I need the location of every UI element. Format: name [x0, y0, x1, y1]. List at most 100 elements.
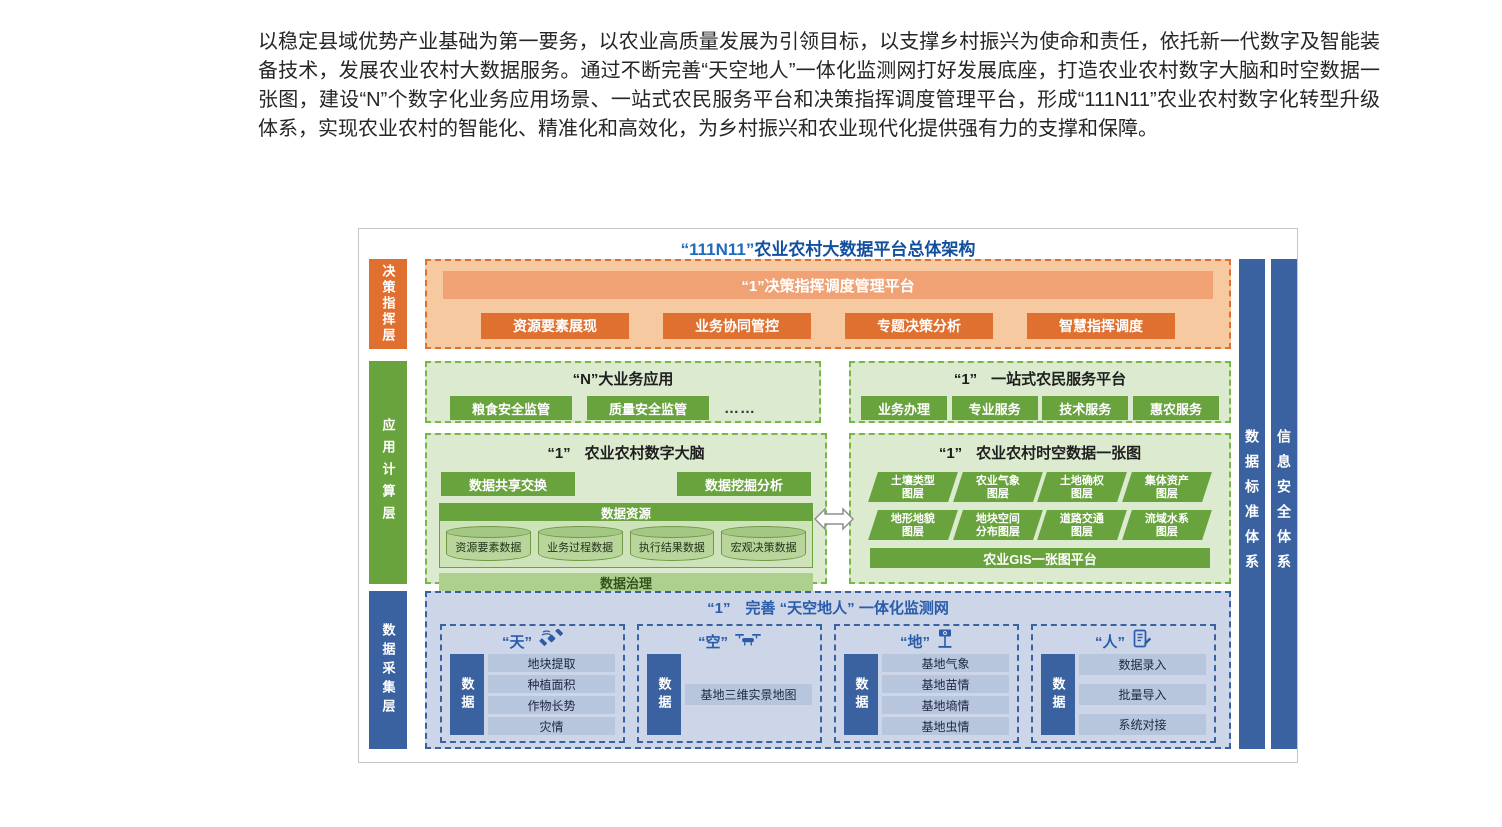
layer-label-collection: 数据采集层	[369, 591, 407, 749]
layer-label-decision-text: 决策指挥层	[380, 264, 396, 344]
human-item-system-integration: 系统对接	[1079, 714, 1206, 735]
farmer-service-box: “1”一站式农民服务平台 业务办理 专业服务 技术服务 惠农服务	[849, 361, 1231, 423]
sky-data-cell: 数据	[450, 654, 484, 735]
layer-line2: 图层	[1155, 487, 1178, 499]
ground-item-base-pest: 基地虫情	[882, 717, 1009, 735]
sky-item-disaster: 灾情	[488, 717, 615, 735]
diagram-title: “111N11”农业农村大数据平台总体架构	[359, 235, 1297, 260]
monitor-group-sky-satellite: “天”	[440, 624, 625, 743]
monitor-group-ground-sensor: “地”	[834, 624, 1019, 743]
map-layer-row-2: 地形地貌图层 地块空间分布图层 道路交通图层 流域水系图层	[863, 510, 1217, 540]
swap-arrow-icon	[813, 506, 855, 537]
data-standard-system-text: 数据标准体系	[1244, 429, 1260, 579]
diagram-title-number: “111N11”	[680, 240, 755, 259]
monitor-group-sky-label: “天”	[501, 633, 532, 651]
sky-item-planting-area: 种植面积	[488, 675, 615, 693]
business-apps-row: 粮食安全监管 质量安全监管 ……	[441, 396, 805, 420]
data-resource-header: 数据资源	[440, 504, 812, 521]
brain-item-data-exchange: 数据共享交换	[441, 472, 575, 496]
decision-item-resource-display: 资源要素展现	[481, 313, 629, 339]
one-map-title-text: 农业农村时空数据一张图	[976, 445, 1142, 462]
layer-line1: 地形地貌	[891, 512, 935, 525]
monitor-group-sky-content: 数据 地块提取 种植面积 作物长势 灾情	[450, 654, 615, 735]
digital-brain-box: “1”农业农村数字大脑 数据共享交换 数据挖掘分析 数据资源 资源要素数据 业务…	[425, 433, 827, 592]
layer-line1: 流域水系	[1144, 512, 1189, 525]
decision-command-section: “1”决策指挥调度管理平台 资源要素展现 业务协同管控 专题决策分析 智慧指挥调…	[425, 259, 1231, 349]
digital-brain-title-number: “1”	[547, 445, 571, 462]
one-map-title-number: “1”	[938, 445, 963, 462]
info-security-system-bar: 信息安全体系	[1271, 259, 1297, 749]
layer-line1: 土地确权	[1060, 474, 1105, 487]
layer-line1: 土壤类型	[891, 474, 935, 487]
ground-item-base-seedling: 基地苗情	[882, 675, 1009, 693]
monitoring-network-title: “1” 完善 “天空地人” 一体化监测网	[707, 600, 949, 617]
sky-data-cell-text: 数据	[459, 676, 475, 713]
info-security-system-text: 信息安全体系	[1276, 429, 1292, 579]
layer-line2: 图层	[902, 487, 924, 499]
monitoring-groups: “天”	[440, 624, 1216, 743]
map-layer-soil-type: 土壤类型图层	[868, 472, 958, 502]
ground-data-cell: 数据	[844, 654, 878, 735]
business-items-ellipsis: ……	[724, 399, 756, 417]
layer-label-application: 应用计算层	[369, 361, 407, 584]
gis-platform-band: 农业GIS一张图平台	[870, 548, 1210, 568]
map-layer-terrain: 地形地貌图层	[868, 510, 958, 540]
layer-label-application-text: 应用计算层	[380, 417, 396, 528]
decision-item-business-control: 业务协同管控	[663, 313, 811, 339]
layer-line2: 图层	[1071, 487, 1094, 499]
cylinder-macro-decision-data: 宏观决策数据	[721, 526, 806, 561]
layer-line1: 集体资产	[1144, 474, 1189, 487]
sky-items: 地块提取 种植面积 作物长势 灾情	[488, 654, 615, 735]
layer-line2: 图层	[1071, 525, 1094, 537]
farmer-service-title-number: “1”	[953, 371, 978, 388]
cylinder-resource-element-data: 资源要素数据	[446, 526, 531, 561]
data-standard-system-bar: 数据标准体系	[1239, 259, 1265, 749]
map-layer-row-1: 土壤类型图层 农业气象图层 土地确权图层 集体资产图层	[863, 472, 1217, 502]
one-map-box: “1”农业农村时空数据一张图 土壤类型图层 农业气象图层 土地确权图层 集体资产…	[849, 433, 1231, 584]
map-layer-land-rights: 土地确权图层	[1037, 472, 1128, 502]
map-layer-river-system: 流域水系图层	[1122, 510, 1212, 540]
human-item-data-entry: 数据录入	[1079, 654, 1206, 675]
monitor-group-human-content: 数据 数据录入 批量导入 系统对接	[1041, 654, 1206, 735]
map-layer-collective-assets: 集体资产图层	[1122, 472, 1212, 502]
business-apps-title: “N”大业务应用	[572, 371, 674, 388]
monitor-group-air-label: “空”	[697, 633, 728, 651]
monitor-group-air-drone: “空”	[637, 624, 822, 743]
farmer-service-title-text: 一站式农民服务平台	[991, 371, 1127, 388]
monitor-group-ground-content: 数据 基地气象 基地苗情 基地墒情 基地虫情	[844, 654, 1009, 735]
intro-paragraph: 以稳定县域优势产业基础为第一要务，以农业高质量发展为引领目标，以支撑乡村振兴为使…	[258, 31, 1380, 140]
human-item-batch-import: 批量导入	[1079, 684, 1206, 705]
ground-item-base-weather: 基地气象	[882, 654, 1009, 672]
air-items: 基地三维实景地图	[685, 654, 812, 735]
monitor-group-human: “人” 数据	[1031, 624, 1216, 743]
farmer-item-business-handling: 业务办理	[861, 396, 947, 420]
air-data-cell: 数据	[647, 654, 681, 735]
farmer-item-technical-service: 技术服务	[1042, 396, 1129, 420]
digital-brain-title: “1”农业农村数字大脑	[439, 442, 813, 463]
one-map-title: “1” 农业农村时空数据一张图	[863, 442, 1217, 463]
layer-line1: 农业气象	[975, 474, 1020, 487]
decision-item-topic-analysis: 专题决策分析	[845, 313, 993, 339]
clipboard-icon	[1132, 629, 1152, 653]
ground-items: 基地气象 基地苗情 基地墒情 基地虫情	[882, 654, 1009, 735]
ground-data-cell-text: 数据	[853, 676, 869, 713]
data-resource-body: 资源要素数据 业务过程数据 执行结果数据 宏观决策数据	[440, 521, 812, 567]
monitor-group-ground-head: “地”	[844, 628, 1009, 654]
diagram-title-text: 农业农村大数据平台总体架构	[754, 240, 976, 259]
monitor-group-air-head: “空”	[647, 628, 812, 654]
business-item-grain-safety: 粮食安全监管	[450, 396, 572, 420]
architecture-diagram: “111N11”农业农村大数据平台总体架构 决策指挥层 应用计算层 数据采集层 …	[358, 228, 1298, 763]
monitor-group-human-head: “人”	[1041, 628, 1206, 654]
monitor-group-ground-label: “地”	[899, 633, 930, 651]
sky-item-crop-growth: 作物长势	[488, 696, 615, 714]
layer-line2: 分布图层	[975, 525, 1020, 537]
air-data-cell-text: 数据	[656, 676, 672, 713]
data-collection-section: “1” 完善 “天空地人” 一体化监测网 “天”	[425, 591, 1231, 749]
ground-item-base-moisture: 基地墒情	[882, 696, 1009, 714]
cylinder-business-process-data: 业务过程数据	[537, 526, 623, 561]
decision-items-row: 资源要素展现 业务协同管控 专题决策分析 智慧指挥调度	[443, 313, 1213, 339]
data-resource-group: 数据资源 资源要素数据 业务过程数据 执行结果数据 宏观决策数据	[439, 503, 813, 568]
data-governance-band: 数据治理	[439, 573, 813, 592]
human-items: 数据录入 批量导入 系统对接	[1079, 654, 1206, 735]
layer-label-decision: 决策指挥层	[369, 259, 407, 349]
